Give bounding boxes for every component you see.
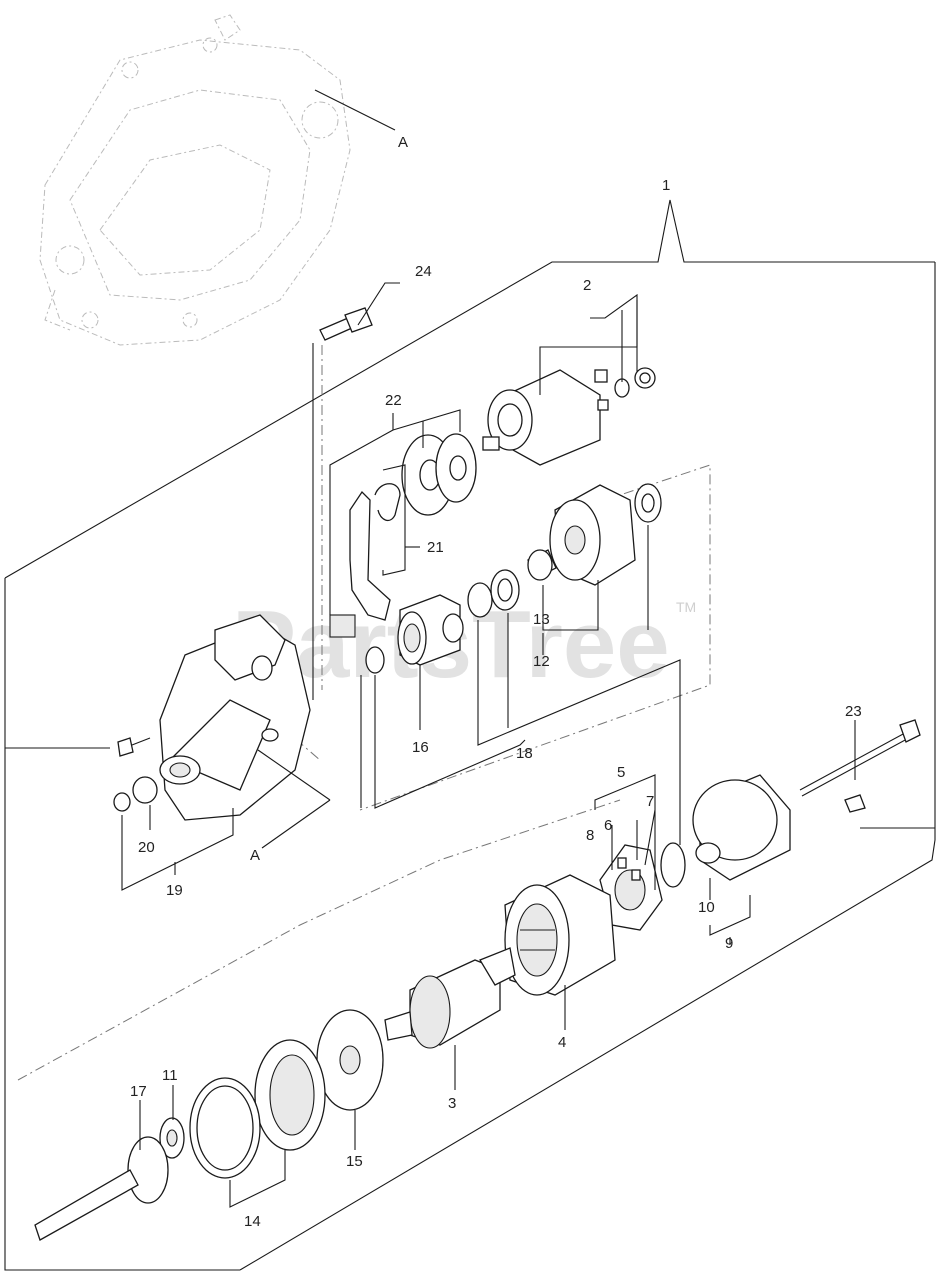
callout-ref-a-top: A xyxy=(398,134,408,151)
gear-case xyxy=(527,483,662,586)
assembly-outline xyxy=(4,199,936,1271)
callout-labels: A 1 24 2 22 21 13 12 23 16 18 5 7 6 8 20… xyxy=(130,134,862,1230)
callout-8: 8 xyxy=(586,827,594,844)
callout-15: 15 xyxy=(346,1153,363,1170)
callout-6: 6 xyxy=(604,817,612,834)
callout-5: 5 xyxy=(617,764,625,781)
pinion-clutch xyxy=(365,594,464,674)
callout-7: 7 xyxy=(646,793,654,810)
callout-9: 9 xyxy=(725,935,733,952)
callout-20: 20 xyxy=(138,839,155,856)
shift-lever xyxy=(329,483,401,638)
callout-2: 2 xyxy=(583,277,591,294)
pinion-shaft xyxy=(34,1117,185,1241)
solenoid-switch xyxy=(482,367,656,466)
callout-ref-a-bottom: A xyxy=(250,847,260,864)
callout-16: 16 xyxy=(412,739,429,756)
bolt-24 xyxy=(319,307,373,341)
front-housing xyxy=(113,614,311,821)
snap-rings xyxy=(467,569,520,618)
callout-10: 10 xyxy=(698,899,715,916)
engine-housing-ghost xyxy=(39,14,351,346)
center-plate xyxy=(316,1009,384,1111)
callout-3: 3 xyxy=(448,1095,456,1112)
internal-gear xyxy=(189,1039,326,1179)
yoke xyxy=(504,874,616,996)
callout-19: 19 xyxy=(166,882,183,899)
callout-1: 1 xyxy=(662,177,670,194)
lever-plates xyxy=(401,433,477,516)
callout-21: 21 xyxy=(427,539,444,556)
callout-17: 17 xyxy=(130,1083,147,1100)
callout-24: 24 xyxy=(415,263,432,280)
callout-11: 11 xyxy=(162,1067,178,1084)
callout-12: 12 xyxy=(533,653,550,670)
rear-cover xyxy=(660,719,921,888)
callout-4: 4 xyxy=(558,1034,566,1051)
subassembly-dashes xyxy=(17,345,711,1081)
watermark-trademark: TM xyxy=(676,599,696,615)
callout-22: 22 xyxy=(385,392,402,409)
armature xyxy=(384,947,516,1049)
callout-18: 18 xyxy=(516,745,533,762)
callout-13: 13 xyxy=(533,611,550,628)
callout-14: 14 xyxy=(244,1213,261,1230)
leader-lines xyxy=(121,89,856,1208)
callout-23: 23 xyxy=(845,703,862,720)
